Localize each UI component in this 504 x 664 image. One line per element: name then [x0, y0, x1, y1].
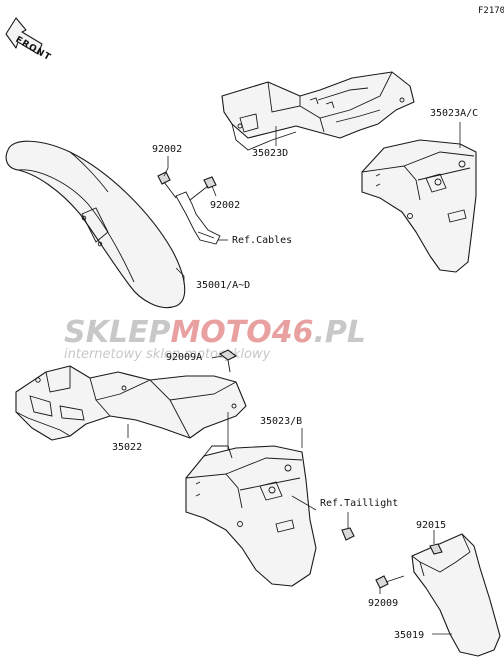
bolt-92009a	[218, 349, 238, 373]
bolt-92002-right	[189, 176, 217, 201]
rear-fender-35023b	[185, 445, 317, 587]
bolt-92002-left	[157, 171, 177, 199]
svg-text:SKLEPMOTO46.PL: SKLEPMOTO46.PL	[64, 315, 366, 350]
front-arrow-icon: FRONT	[5, 17, 53, 63]
rear-tray-35022	[15, 365, 247, 441]
watermark-brand-part2: MOTO	[170, 315, 271, 350]
label-92009: 92009	[368, 598, 398, 609]
label-35022: 35022	[112, 442, 142, 453]
label-92009a: 92009A	[166, 352, 202, 363]
watermark: SKLEPMOTO46.PL internetowy sklep motocyk…	[64, 315, 366, 362]
label-35023b: 35023/B	[260, 416, 302, 427]
label-ref-taillight: Ref.Taillight	[320, 498, 398, 509]
label-35001: 35001/A~D	[196, 280, 250, 291]
rear-tray-35023d	[221, 71, 415, 151]
watermark-brand-part3: 46	[271, 315, 314, 350]
watermark-brand-part1: SKLEP	[64, 315, 170, 350]
figure-code: F2170	[478, 6, 504, 16]
label-92002-b: 92002	[210, 200, 240, 211]
rear-fender-35023ac	[361, 139, 477, 273]
front-fender	[5, 140, 186, 308]
cable-clamp	[175, 191, 221, 245]
label-ref-cables: Ref.Cables	[232, 235, 292, 246]
watermark-tagline: internetowy sklep motocyklowy	[64, 347, 271, 362]
label-35019: 35019	[394, 630, 424, 641]
taillight-nut	[341, 527, 355, 541]
leader-lines	[127, 122, 461, 635]
label-35023ac: 35023A/C	[430, 108, 478, 119]
bolt-92009	[375, 575, 405, 589]
label-92015: 92015	[416, 520, 446, 531]
mudflap-35019	[411, 533, 501, 657]
label-92002-a: 92002	[152, 144, 182, 155]
nut-92015	[429, 543, 443, 555]
label-35023d: 35023D	[252, 148, 288, 159]
watermark-brand-part4: .PL	[314, 315, 367, 350]
